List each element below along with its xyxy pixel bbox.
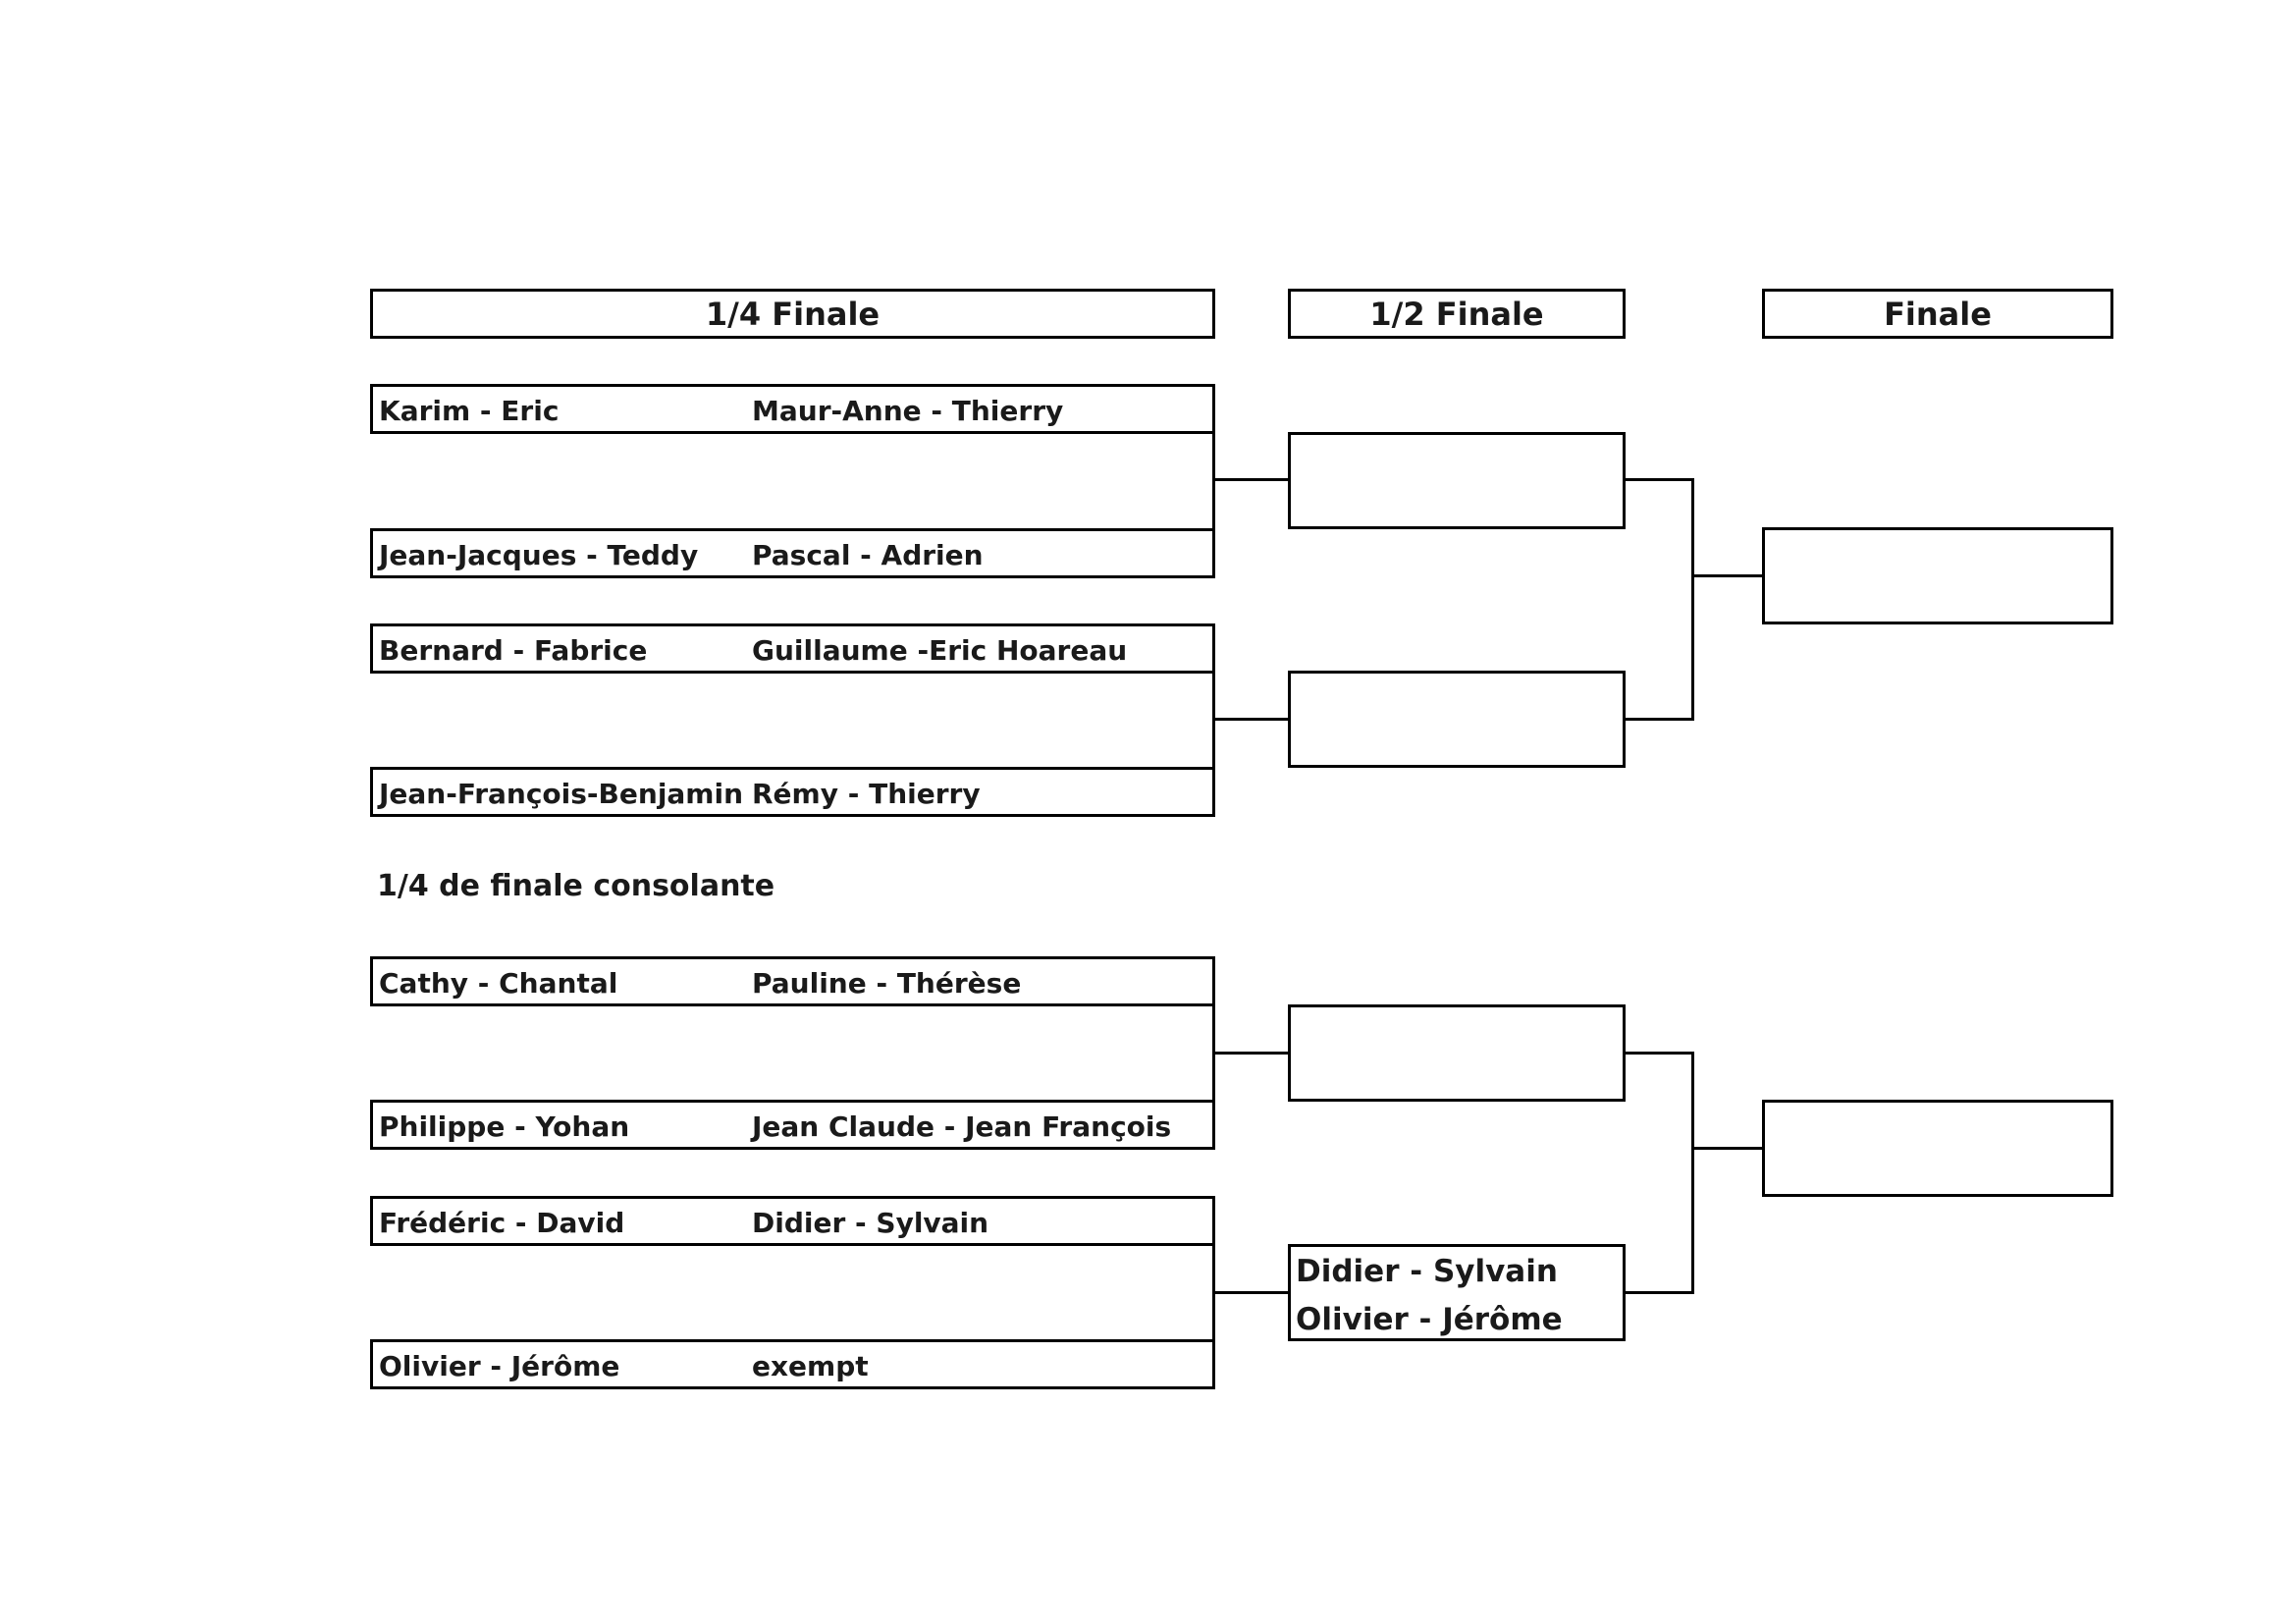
semi-final-team-2: Olivier - Jérôme xyxy=(1296,1302,1563,1337)
final-slot xyxy=(1762,527,2113,624)
team-right: Pascal - Adrien xyxy=(752,539,984,571)
team-right: Guillaume -Eric Hoareau xyxy=(752,634,1128,667)
team-right: Jean Claude - Jean François xyxy=(752,1110,1172,1143)
bracket-connector xyxy=(1212,384,1215,578)
match-pair: Bernard - Fabrice Guillaume -Eric Hoarea… xyxy=(370,623,1215,674)
header-semi-finals-label: 1/2 Finale xyxy=(1369,295,1544,333)
team-left: Philippe - Yohan xyxy=(379,1110,630,1143)
bracket-connector xyxy=(1623,1052,1694,1055)
team-right: Pauline - Thérèse xyxy=(752,967,1022,1000)
match-pair: Philippe - Yohan Jean Claude - Jean Fran… xyxy=(370,1100,1215,1150)
bracket-connector xyxy=(1623,1291,1694,1294)
bracket-connector xyxy=(1691,1147,1763,1150)
team-left: Jean-Jacques - Teddy xyxy=(379,539,699,571)
header-final-label: Finale xyxy=(1884,295,1992,333)
team-left: Cathy - Chantal xyxy=(379,967,618,1000)
team-right: Didier - Sylvain xyxy=(752,1207,989,1239)
bracket-connector xyxy=(1691,478,1694,721)
bracket-connector xyxy=(1623,718,1694,721)
team-right: exempt xyxy=(752,1350,869,1382)
bracket-connector xyxy=(1212,1052,1289,1055)
match-pair: Cathy - Chantal Pauline - Thérèse xyxy=(370,956,1215,1006)
consolation-title: 1/4 de finale consolante xyxy=(377,869,775,903)
bracket-connector xyxy=(1212,1291,1289,1294)
semi-final-slot-1 xyxy=(1288,432,1626,529)
consolation-semi-final-slot-2: Didier - Sylvain Olivier - Jérôme xyxy=(1288,1244,1626,1341)
match-pair: Frédéric - David Didier - Sylvain xyxy=(370,1196,1215,1246)
bracket-connector xyxy=(1691,574,1763,577)
team-left: Jean-François-Benjamin xyxy=(379,778,744,810)
bracket-connector xyxy=(1623,478,1694,481)
team-left: Bernard - Fabrice xyxy=(379,634,648,667)
header-quarter-finals-label: 1/4 Finale xyxy=(705,295,881,333)
match-pair: Karim - Eric Maur-Anne - Thierry xyxy=(370,384,1215,434)
match-pair: Jean-François-Benjamin Rémy - Thierry xyxy=(370,767,1215,817)
team-left: Frédéric - David xyxy=(379,1207,625,1239)
header-final: Finale xyxy=(1762,289,2113,339)
team-left: Karim - Eric xyxy=(379,395,560,427)
bracket-connector xyxy=(1691,1052,1694,1294)
header-semi-finals: 1/2 Finale xyxy=(1288,289,1626,339)
bracket-connector xyxy=(1212,718,1289,721)
team-left: Olivier - Jérôme xyxy=(379,1350,620,1382)
consolation-final-slot xyxy=(1762,1100,2113,1197)
header-quarter-finals: 1/4 Finale xyxy=(370,289,1215,339)
consolation-semi-final-slot-1 xyxy=(1288,1004,1626,1102)
semi-final-team-1: Didier - Sylvain xyxy=(1296,1254,1558,1289)
match-pair: Jean-Jacques - Teddy Pascal - Adrien xyxy=(370,528,1215,578)
team-right: Maur-Anne - Thierry xyxy=(752,395,1064,427)
bracket-connector xyxy=(1212,478,1289,481)
team-right: Rémy - Thierry xyxy=(752,778,981,810)
semi-final-slot-2 xyxy=(1288,671,1626,768)
match-pair: Olivier - Jérôme exempt xyxy=(370,1339,1215,1389)
